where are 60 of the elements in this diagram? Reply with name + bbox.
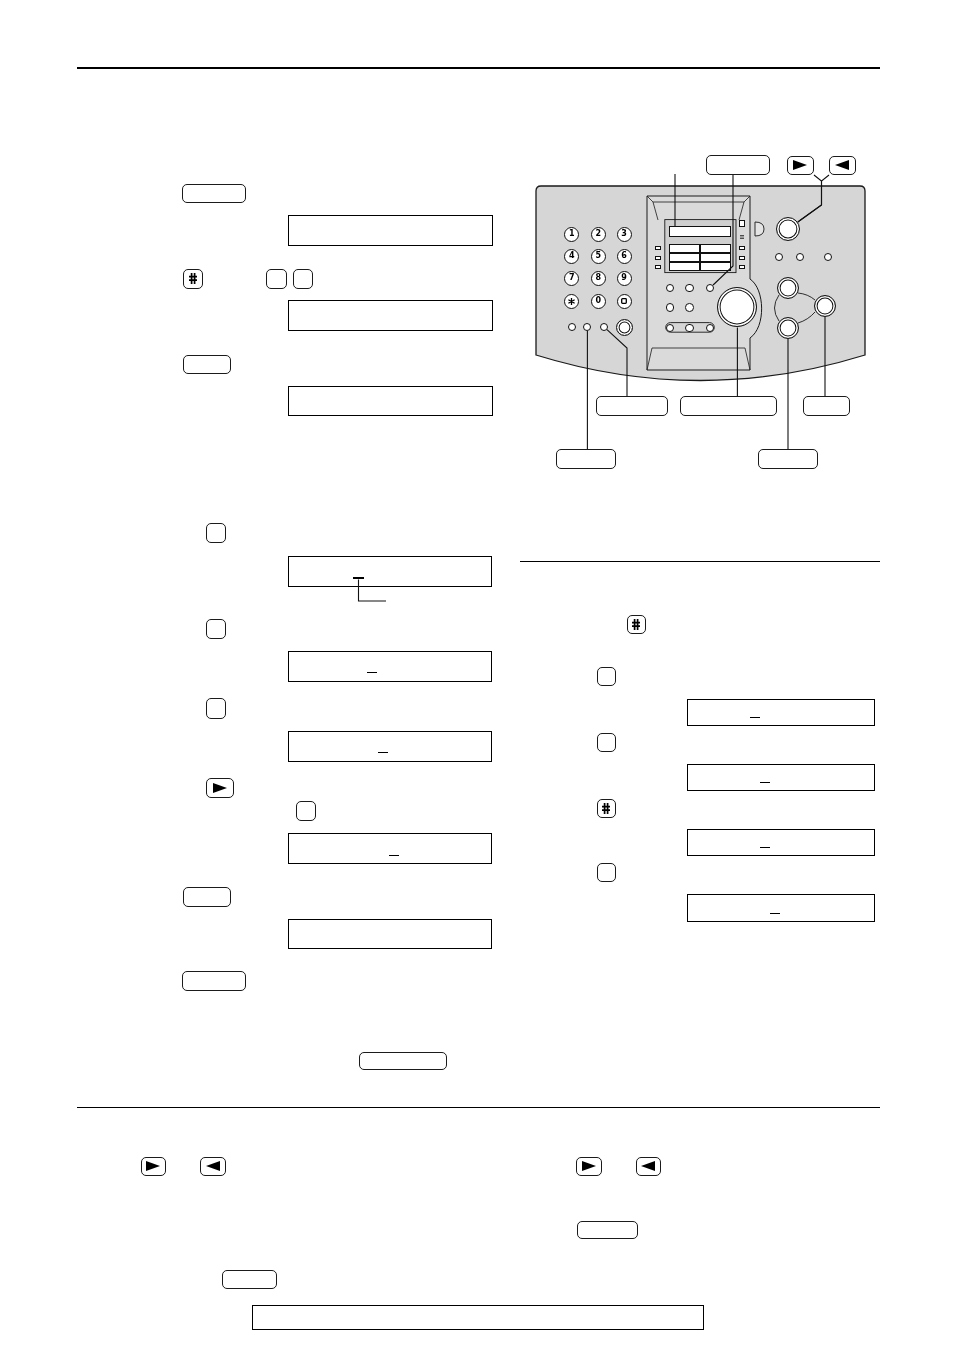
display-box [687,829,875,856]
display-box [687,699,875,726]
cursor-icon [352,577,364,579]
key-button [206,619,226,639]
leader-line [787,338,789,450]
display-box [288,556,492,587]
key-button [293,269,313,289]
leader-line [797,174,830,223]
key-button [597,863,616,882]
display-box [288,919,492,949]
key-button [706,155,770,175]
display-box [288,833,492,864]
display-box [288,386,493,416]
key-button [359,1052,447,1070]
key-button [182,971,246,991]
key-button [183,887,231,907]
key-button [206,778,234,798]
key-button [636,1157,661,1176]
leader-line [824,316,826,397]
key-button [829,156,856,175]
key-button [206,523,226,543]
key-button [200,1157,226,1176]
leader-line [674,173,676,227]
key-button [597,667,616,686]
key-button [222,1270,277,1289]
key-button [141,1157,166,1176]
key-button [183,269,203,289]
key-button [803,396,850,416]
key-button [182,184,246,203]
display-screen [669,226,731,237]
key-button [596,396,668,416]
key-button [183,355,231,374]
key-button [577,1221,638,1239]
key-button [296,801,316,821]
round-button [705,283,715,293]
key-button [556,449,616,469]
key-button [597,799,616,818]
key-button [787,156,814,175]
round-button [583,323,592,331]
leader-line [712,174,734,286]
display-box [288,215,493,246]
key-button [576,1157,602,1176]
control-panel [536,185,865,381]
display-box [288,300,493,331]
key-button [206,698,226,719]
leader-line [357,578,387,602]
display-box [288,731,492,762]
key-button [680,396,777,416]
display-box [252,1305,704,1330]
key-button [597,733,616,752]
round-button [600,323,608,331]
leader-line [606,329,628,397]
key-button [266,269,287,289]
key-button [758,449,818,469]
leader-line [586,330,588,450]
key-button [627,615,646,634]
display-box [288,651,492,682]
leader-line [736,326,738,397]
display-box [687,894,875,922]
display-box [687,764,875,791]
